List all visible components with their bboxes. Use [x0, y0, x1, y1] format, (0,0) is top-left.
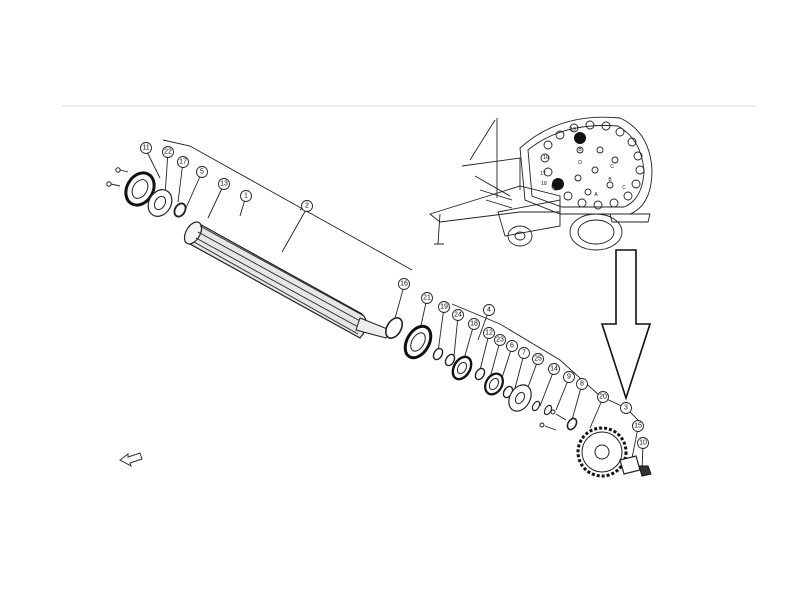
ring-part: [531, 400, 541, 412]
bolt-parts: [539, 409, 567, 431]
svg-text:13: 13: [220, 181, 228, 188]
svg-text:18: 18: [470, 321, 478, 328]
callout-6: 6: [506, 340, 518, 352]
callout-8: 8: [576, 378, 588, 390]
inset-label: 18: [541, 181, 547, 187]
flange-part: [147, 189, 173, 217]
inset-label: A: [594, 192, 598, 198]
inset-label: 16: [543, 155, 549, 161]
ring-part: [173, 202, 187, 218]
svg-text:1: 1: [244, 193, 248, 200]
highlight-dot-upper: [574, 132, 586, 144]
seal-part: [124, 171, 156, 207]
callout-18: 18: [468, 318, 480, 330]
machine-overview-inset: 13 B 16 D 18 17 C A C B: [429, 116, 653, 251]
svg-text:23: 23: [496, 337, 504, 344]
svg-text:3: 3: [624, 405, 628, 412]
svg-text:14: 14: [550, 366, 558, 373]
callout-9: 9: [563, 371, 575, 383]
flange-part: [508, 384, 532, 412]
svg-text:11: 11: [142, 145, 149, 152]
callout-16: 16: [398, 278, 410, 290]
bolt-parts: [106, 167, 129, 187]
callout-10: 10: [637, 437, 649, 449]
svg-text:9: 9: [567, 374, 571, 381]
hub-part: [619, 455, 641, 475]
inset-label: 13: [570, 127, 576, 133]
svg-text:5: 5: [200, 169, 204, 176]
svg-text:7: 7: [522, 350, 526, 357]
callout-5: 5: [196, 166, 208, 178]
svg-text:21: 21: [423, 295, 431, 302]
callout-15: 15: [632, 420, 644, 432]
inset-label: D: [578, 160, 582, 166]
svg-text:2: 2: [305, 203, 309, 210]
bearing-part: [385, 317, 403, 339]
callout-19: 19: [438, 301, 450, 313]
inset-label: B: [608, 177, 612, 183]
svg-text:20: 20: [599, 394, 607, 401]
ring-part: [444, 353, 456, 367]
callout-1: 1: [240, 190, 252, 202]
svg-text:10: 10: [639, 440, 647, 447]
svg-text:8: 8: [580, 381, 584, 388]
svg-text:19: 19: [440, 304, 448, 311]
svg-text:4: 4: [487, 307, 491, 314]
ring-part: [566, 417, 578, 431]
seal-part: [403, 324, 433, 360]
inset-label: C: [622, 185, 626, 191]
callout-3: 3: [620, 402, 632, 414]
ring-part: [432, 347, 444, 361]
svg-text:17: 17: [179, 159, 187, 166]
callout-14: 14: [548, 363, 560, 375]
callout-11: 11: [140, 142, 152, 154]
callout-22: 22: [162, 146, 174, 158]
svg-text:25: 25: [534, 356, 542, 363]
svg-text:6: 6: [510, 343, 514, 350]
bearing-part: [484, 372, 504, 396]
inset-label: B: [578, 147, 582, 153]
roller-part: [183, 221, 391, 339]
callout-24: 24: [452, 309, 464, 321]
callout-23: 23: [494, 334, 506, 346]
nut-part: [638, 465, 652, 477]
callout-7: 7: [518, 347, 530, 359]
direction-arrow-icon: [119, 452, 143, 468]
ring-part: [474, 367, 486, 381]
callout-4: 4: [483, 304, 495, 316]
inset-label: 17: [540, 171, 546, 177]
down-arrow: [600, 249, 652, 401]
callout-12: 12: [483, 327, 495, 339]
callout-25: 25: [532, 353, 544, 365]
svg-text:24: 24: [454, 312, 462, 319]
sprocket-part: [576, 426, 628, 478]
svg-text:22: 22: [164, 149, 172, 156]
highlight-dot-lower: [552, 178, 564, 190]
svg-text:15: 15: [634, 423, 642, 430]
callout-21: 21: [421, 292, 433, 304]
inset-label: C: [610, 164, 614, 170]
callout-20: 20: [597, 391, 609, 403]
callout-13: 13: [218, 178, 230, 190]
bearing-part: [451, 355, 473, 381]
svg-text:12: 12: [485, 330, 493, 337]
callout-17: 17: [177, 156, 189, 168]
callout-2: 2: [301, 200, 313, 212]
svg-text:16: 16: [400, 281, 408, 288]
